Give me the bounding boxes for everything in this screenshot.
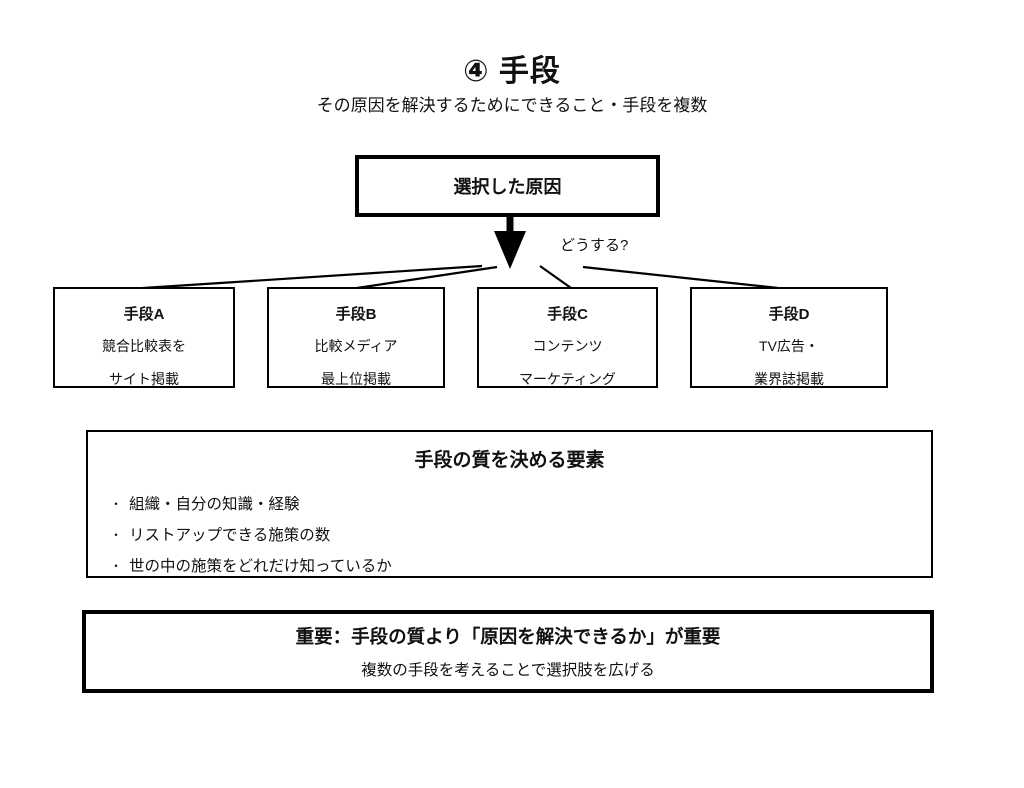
- bullet-icon: ・: [110, 528, 123, 542]
- means-box-a-title: 手段A: [123, 306, 165, 323]
- down-arrow-stem: [506, 216, 514, 233]
- connector-line-means-a: [142, 264, 483, 290]
- selected-cause-box: 選択した原因: [355, 155, 660, 217]
- down-arrow-icon: [494, 231, 526, 269]
- list-item-text: 組織・自分の知識・経験: [129, 496, 300, 513]
- important-note-subtitle: 複数の手段を考えることで選択肢を広げる: [361, 662, 655, 679]
- quality-factors-box: 手段の質を決める要素 ・組織・自分の知識・経験 ・リストアップできる施策の数 ・…: [86, 430, 933, 578]
- connector-line-means-c: [539, 265, 572, 289]
- means-box-a-line2: サイト掲載: [109, 371, 179, 387]
- list-item: ・組織・自分の知識・経験: [110, 489, 931, 520]
- important-note-title: 重要：手段の質より「原因を解決できるか」が重要: [295, 626, 721, 647]
- means-box-a: 手段A 競合比較表を サイト掲載: [53, 287, 235, 388]
- list-item-text: リストアップできる施策の数: [129, 527, 331, 544]
- means-box-c-line1: コンテンツ: [532, 338, 603, 354]
- list-item: ・世の中の施策をどれだけ知っているか: [110, 551, 931, 582]
- connector-line-means-b: [356, 265, 498, 290]
- means-box-b-line2: 最上位掲載: [321, 371, 391, 387]
- means-box-c-title: 手段C: [547, 306, 588, 323]
- important-note-box: 重要：手段の質より「原因を解決できるか」が重要 複数の手段を考えることで選択肢を…: [82, 610, 934, 693]
- means-box-d-line2: 業界誌掲載: [754, 371, 824, 387]
- selected-cause-label: 選択した原因: [453, 177, 562, 197]
- page-subtitle: その原因を解決するためにできること・手段を複数: [316, 96, 708, 115]
- means-box-b: 手段B 比較メディア 最上位掲載: [267, 287, 445, 388]
- quality-factors-list: ・組織・自分の知識・経験 ・リストアップできる施策の数 ・世の中の施策をどれだけ…: [110, 489, 931, 582]
- list-item: ・リストアップできる施策の数: [110, 520, 931, 551]
- arrow-question-label: どうする?: [560, 237, 629, 254]
- means-box-c-line2: マーケティング: [519, 371, 616, 387]
- means-box-b-title: 手段B: [335, 306, 377, 323]
- list-item-text: 世の中の施策をどれだけ知っているか: [129, 558, 392, 575]
- connector-line-means-d: [582, 265, 779, 290]
- means-box-c: 手段C コンテンツ マーケティング: [477, 287, 658, 388]
- bullet-icon: ・: [110, 497, 123, 511]
- means-box-d-line1: TV広告・: [759, 338, 819, 354]
- bullet-icon: ・: [110, 559, 123, 573]
- means-box-d: 手段D TV広告・ 業界誌掲載: [690, 287, 888, 388]
- means-box-d-title: 手段D: [768, 306, 810, 323]
- means-box-a-line1: 競合比較表を: [102, 338, 186, 354]
- page-title: ④ 手段: [463, 55, 561, 88]
- means-box-b-line1: 比較メディア: [314, 338, 398, 354]
- quality-factors-title: 手段の質を決める要素: [414, 450, 605, 471]
